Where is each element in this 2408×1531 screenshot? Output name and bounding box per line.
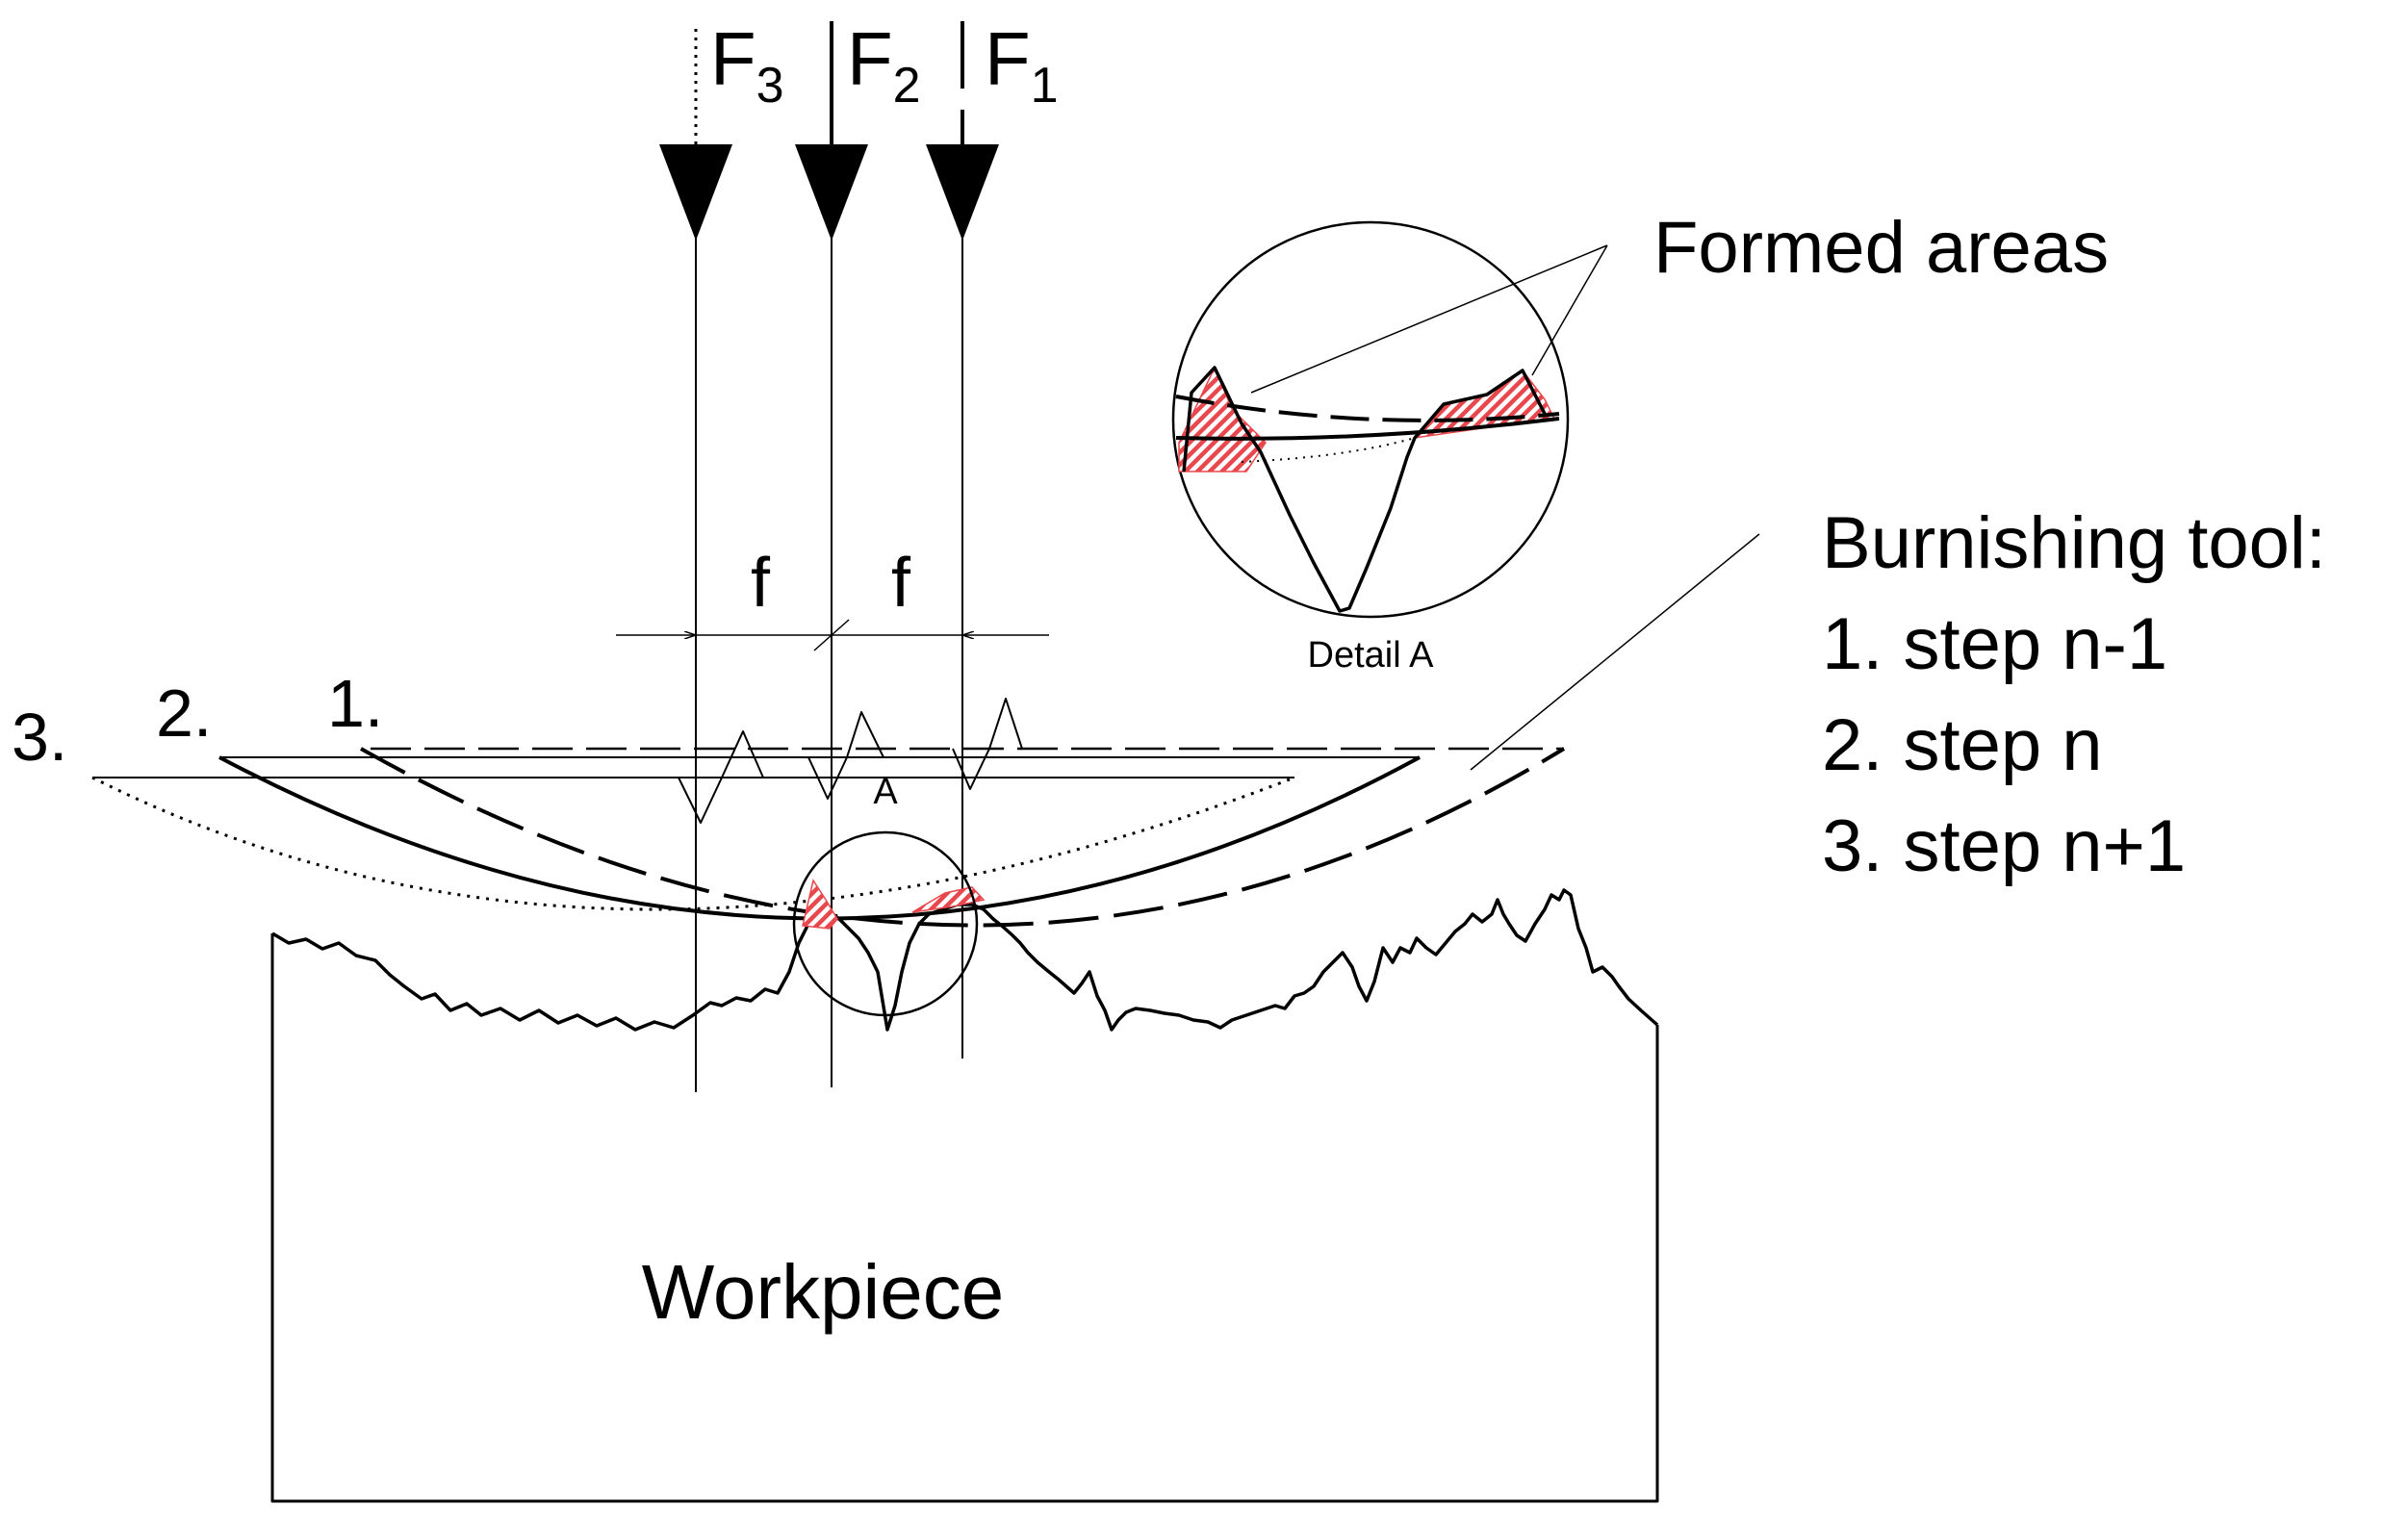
detail-dotted-line [1241, 437, 1416, 463]
legend-leader-line [1470, 533, 1760, 771]
workpiece-body-outline [270, 933, 1659, 1503]
detail-a-magnified: Detail A [1171, 220, 1570, 676]
formed-areas-label: Formed areas [1653, 207, 2109, 289]
detail-dashed-line [1175, 395, 1560, 422]
formed-areas-leader-right [1531, 244, 1608, 376]
arrow-head-f2 [795, 144, 868, 241]
tool-arcs [91, 747, 1566, 928]
step-marker-1: 1. [327, 666, 383, 741]
formed-area-left [802, 879, 838, 930]
tool-centre-lines [92, 698, 1564, 824]
detail-label: Detail A [1308, 635, 1435, 676]
legend-item-2: 2. step n [1822, 704, 2103, 786]
detail-profile [1182, 366, 1547, 613]
feed-label-left: f [751, 545, 771, 622]
force-label-f3: F3 [710, 16, 784, 114]
force-label-f2: F2 [847, 16, 921, 114]
tool-arc-step3 [91, 776, 1295, 911]
legend-item-3: 3. step n+1 [1822, 805, 2186, 887]
detail-a-marker: A [873, 772, 898, 812]
workpiece-rough-surface [271, 888, 1659, 1032]
zigzag-step1 [952, 698, 1023, 790]
arrow-head-f1 [926, 144, 999, 241]
legend-item-1: 1. step n-1 [1822, 603, 2167, 685]
workpiece-label: Workpiece [642, 1249, 1004, 1335]
legend-title: Burnishing tool: [1822, 502, 2326, 584]
feed-dimension: f f [616, 545, 1049, 651]
zigzag-step3 [678, 730, 764, 824]
formed-area-right [911, 886, 986, 913]
detail-magnified-circle [1171, 220, 1570, 619]
zigzag-step2 [807, 711, 884, 800]
force-label-f1: F1 [985, 16, 1059, 114]
feed-center-tick [813, 619, 850, 651]
formed-areas-leader-left [1250, 244, 1608, 394]
arrow-head-f3 [659, 144, 732, 241]
workpiece: Workpiece [270, 888, 1659, 1503]
formed-areas-main [802, 879, 986, 930]
detail-a-circle [792, 830, 979, 1017]
step-marker-3: 3. [12, 700, 67, 775]
tool-arc-step1 [360, 747, 1566, 928]
step-marker-2: 2. [156, 676, 212, 751]
detail-solid-line [1175, 417, 1560, 441]
force-lines [659, 21, 999, 1092]
feed-label-right: f [891, 545, 911, 622]
legend: Burnishing tool: 1. step n-1 2. step n 3… [1822, 502, 2326, 887]
